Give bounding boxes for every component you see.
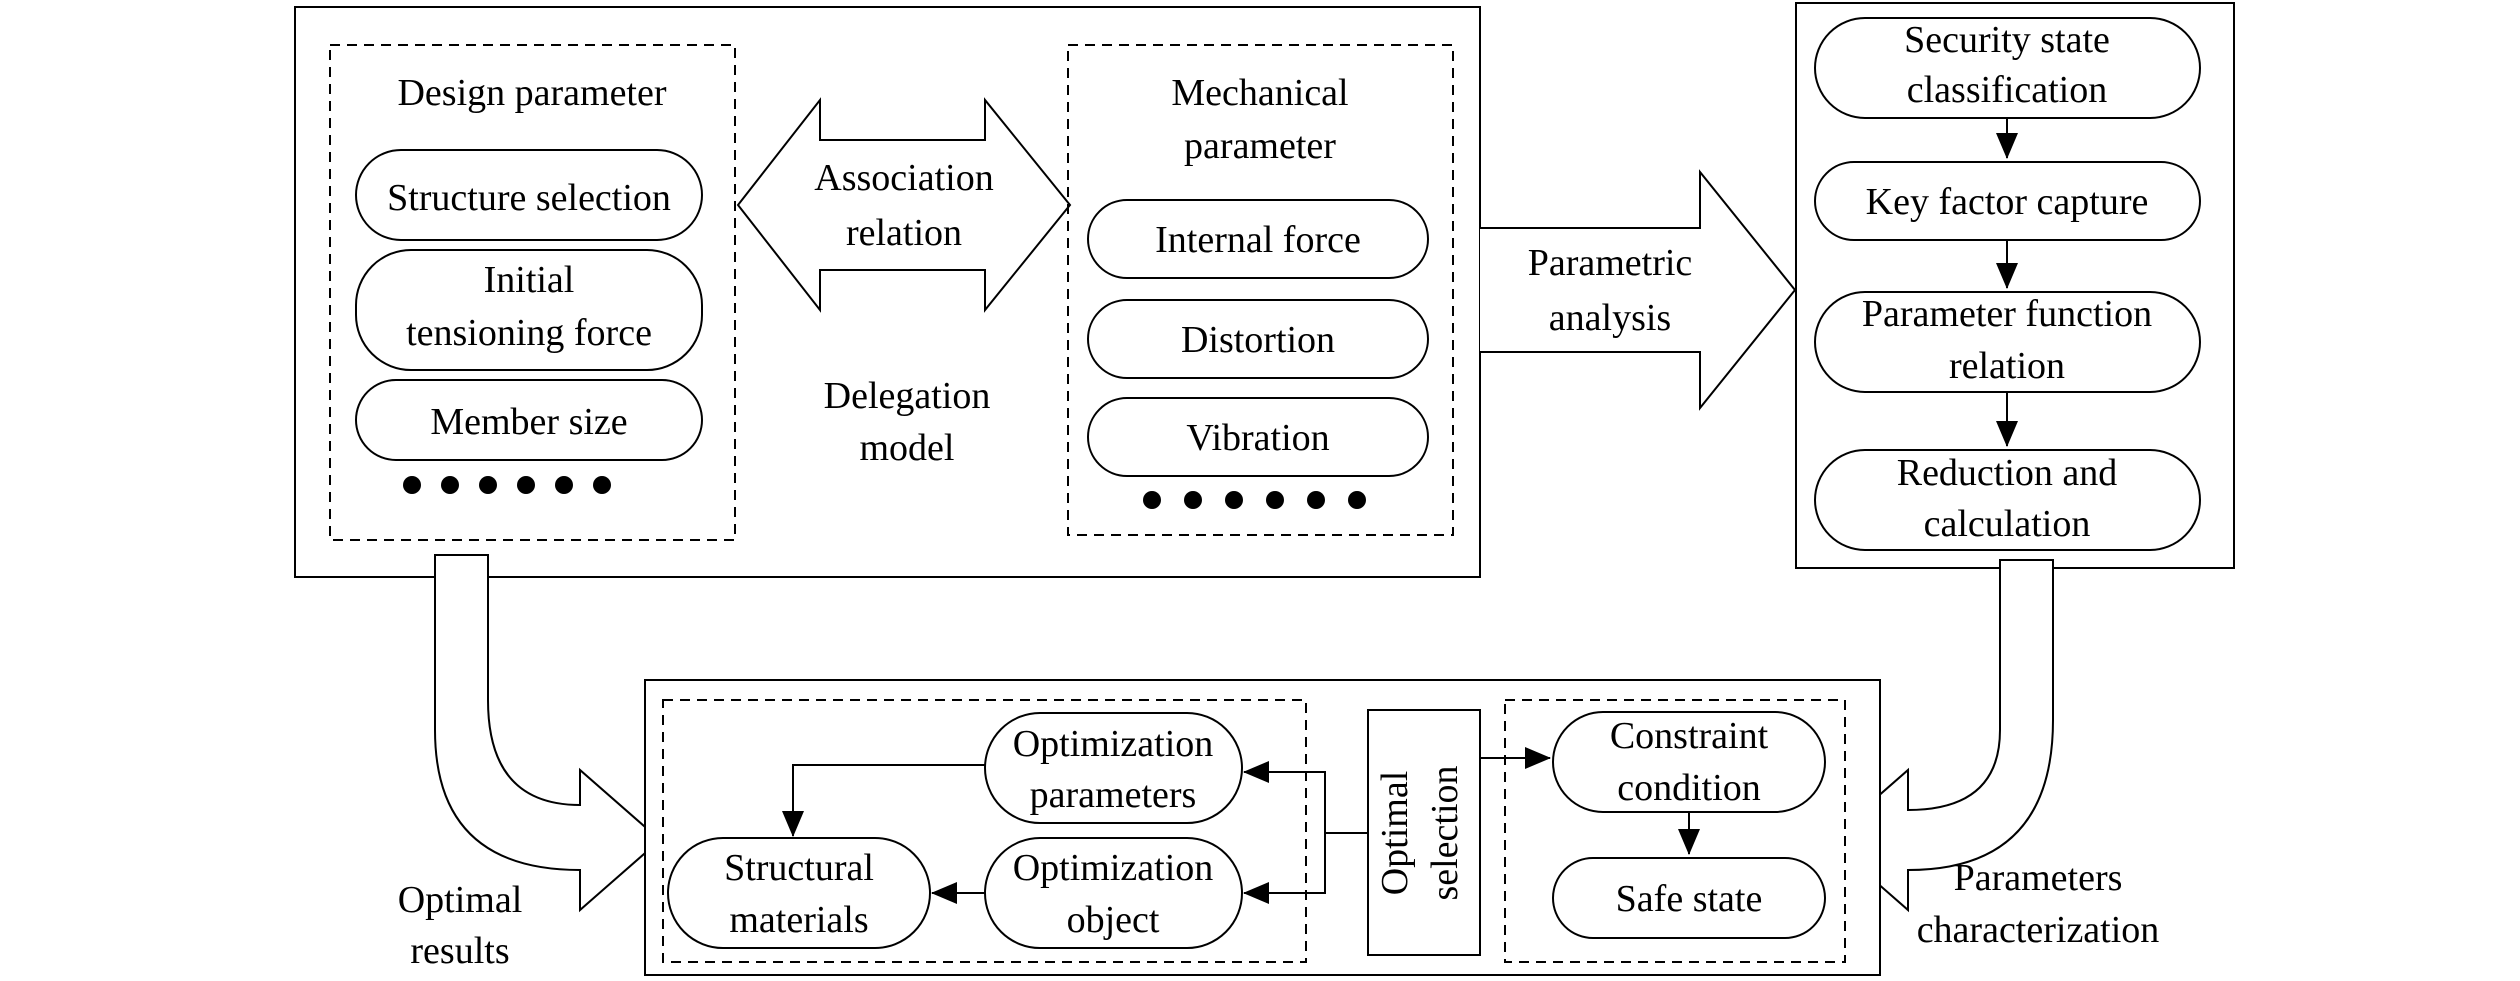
optimal-selection-label-2: selection bbox=[1424, 765, 1466, 900]
delegation-model-label-2: model bbox=[860, 427, 955, 469]
design-parameter-group bbox=[329, 44, 736, 541]
mechanical-ellipsis-dots bbox=[1143, 491, 1366, 509]
delegation-model-label-1: Delegation bbox=[824, 375, 991, 417]
optimization-left-group bbox=[662, 699, 1307, 963]
optimal-results-curved-arrow bbox=[434, 554, 662, 913]
optimization-parameters-label-1: Optimization bbox=[1013, 723, 1214, 765]
member-size-label: Member size bbox=[430, 401, 627, 443]
distortion-label: Distortion bbox=[1181, 319, 1335, 361]
optimization-object-label-1: Optimization bbox=[1013, 847, 1214, 889]
safe-state-box bbox=[1552, 857, 1826, 939]
mechanical-parameter-title-1: Mechanical bbox=[1171, 72, 1348, 114]
structural-materials-box bbox=[667, 837, 931, 949]
parametric-label-1: Parametric bbox=[1528, 242, 1693, 284]
selection-to-object-connector bbox=[1243, 833, 1326, 904]
distortion-box bbox=[1087, 299, 1429, 379]
safe-state-label: Safe state bbox=[1616, 878, 1763, 920]
internal-force-label: Internal force bbox=[1155, 219, 1361, 261]
parameters-characterization-curved-arrow bbox=[1826, 559, 2054, 913]
optimal-results-label-2: results bbox=[410, 930, 509, 972]
reduction-label-2: calculation bbox=[1924, 503, 2091, 545]
security-state-label-1: Security state bbox=[1904, 19, 2110, 61]
parameters-characterization-label-2: characterization bbox=[1917, 909, 2160, 951]
key-factor-label: Key factor capture bbox=[1866, 181, 2149, 223]
parametric-analysis-arrow bbox=[1480, 169, 1797, 411]
constraint-condition-label-2: condition bbox=[1617, 767, 1761, 809]
structure-selection-box bbox=[355, 149, 703, 241]
association-label-1: Association bbox=[814, 157, 993, 199]
optimization-parameters-label-2: parameters bbox=[1030, 774, 1197, 816]
parameters-characterization-label-1: Parameters bbox=[1954, 857, 2123, 899]
selection-to-left-connector bbox=[1243, 761, 1368, 834]
mechanical-parameter-group bbox=[1067, 44, 1454, 536]
parameter-function-label-1: Parameter function bbox=[1862, 293, 2152, 335]
member-size-box bbox=[355, 379, 703, 461]
constraint-condition-label-1: Constraint bbox=[1610, 715, 1769, 757]
optimal-selection-label-1: Optimal bbox=[1374, 771, 1416, 896]
parametric-label-2: analysis bbox=[1549, 297, 1671, 339]
optimization-parameters-box bbox=[984, 712, 1243, 824]
initial-tensioning-force-box bbox=[355, 249, 703, 371]
parameter-function-label-2: relation bbox=[1949, 345, 2065, 387]
vibration-box bbox=[1087, 397, 1429, 477]
association-relation-arrow bbox=[736, 97, 1072, 313]
security-state-label-2: classification bbox=[1907, 69, 2107, 111]
design-parameter-title: Design parameter bbox=[397, 72, 666, 114]
internal-force-box bbox=[1087, 199, 1429, 279]
optimal-results-label-1: Optimal bbox=[398, 879, 523, 921]
design-ellipsis-dots bbox=[403, 476, 611, 494]
structural-materials-label-1: Structural bbox=[724, 847, 874, 889]
reduction-box bbox=[1814, 449, 2201, 551]
optimization-object-label-2: object bbox=[1067, 899, 1160, 941]
reduction-label-1: Reduction and bbox=[1897, 452, 2118, 494]
optimization-right-group bbox=[1504, 699, 1846, 963]
initial-tensioning-force-label-2: tensioning force bbox=[406, 312, 652, 354]
structural-materials-label-2: materials bbox=[729, 899, 868, 941]
vibration-label: Vibration bbox=[1186, 417, 1329, 459]
association-label-2: relation bbox=[846, 212, 962, 254]
initial-tensioning-force-label-1: Initial bbox=[484, 259, 575, 301]
structure-selection-label: Structure selection bbox=[387, 177, 671, 219]
mechanical-parameter-title-2: parameter bbox=[1184, 125, 1336, 167]
parameters-to-materials-connector bbox=[782, 764, 985, 837]
